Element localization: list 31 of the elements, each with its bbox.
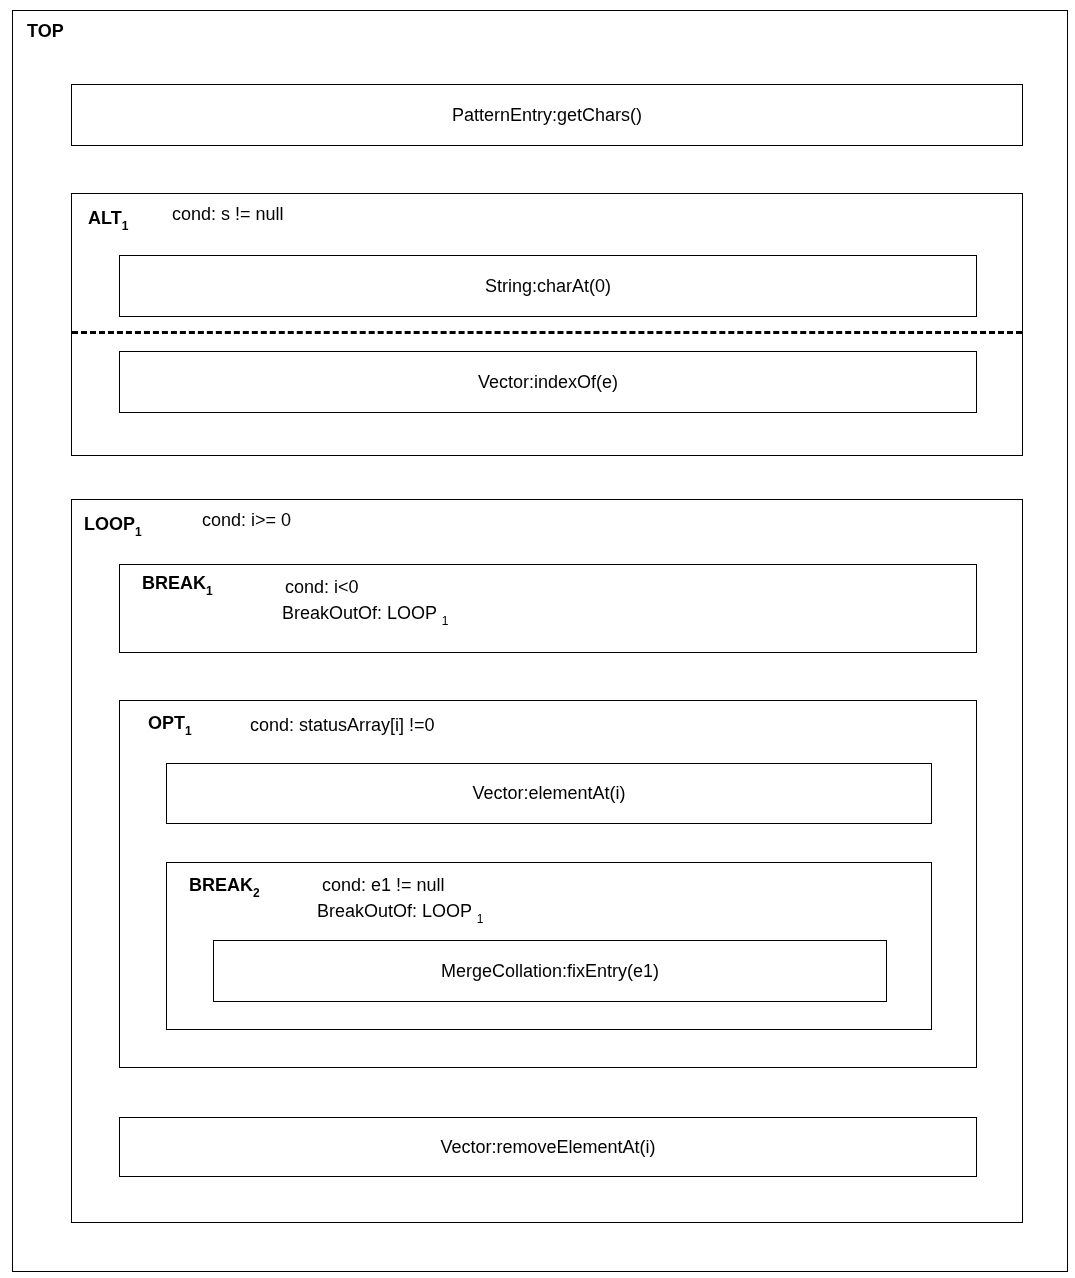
fragment-frame [71, 193, 1023, 456]
condition-text: cond: i<0 [285, 577, 359, 598]
call-box [213, 940, 887, 1002]
call-box [119, 255, 977, 317]
message-text: Vector:elementAt(i) [472, 783, 626, 804]
condition-text: cond: e1 != null [322, 875, 445, 896]
call-box [71, 84, 1023, 146]
condition-text: cond: statusArray[i] !=0 [250, 715, 435, 736]
fragment-label: ALT$_{1}$ [88, 208, 129, 233]
fragment-label: BREAK$_{1}$ [142, 573, 213, 598]
condition-text: BreakOutOf: LOOP $_{1}$ [282, 603, 449, 628]
fragment-label: TOP [27, 21, 64, 42]
fragment-label: LOOP$_{1}$ [84, 514, 142, 539]
fragment-label: BREAK$_{2}$ [189, 875, 260, 900]
fragment-frame [12, 10, 1068, 1272]
fragment-frame [119, 700, 977, 1068]
message-text: PatternEntry:getChars() [451, 104, 643, 126]
call-box [166, 763, 932, 824]
fragment-frame [166, 862, 932, 1030]
call-box [119, 1117, 977, 1177]
condition-text: cond: i>= 0 [202, 510, 292, 531]
condition-text: BreakOutOf: LOOP $_{1}$ [317, 901, 484, 926]
call-box [119, 351, 977, 413]
message-text: Vector:indexOf(e) [477, 371, 619, 393]
fragment-frame [71, 499, 1023, 1223]
message-text: MergeCollation:fixEntry(e1) [440, 960, 660, 982]
fragment-frame [119, 564, 977, 653]
condition-text: cond: s != null [172, 204, 284, 225]
message-text: Vector:removeElementAt(i) [440, 1136, 656, 1158]
fragment-label: OPT$_{1}$ [148, 713, 192, 738]
message-text: String:charAt(0) [484, 275, 611, 297]
